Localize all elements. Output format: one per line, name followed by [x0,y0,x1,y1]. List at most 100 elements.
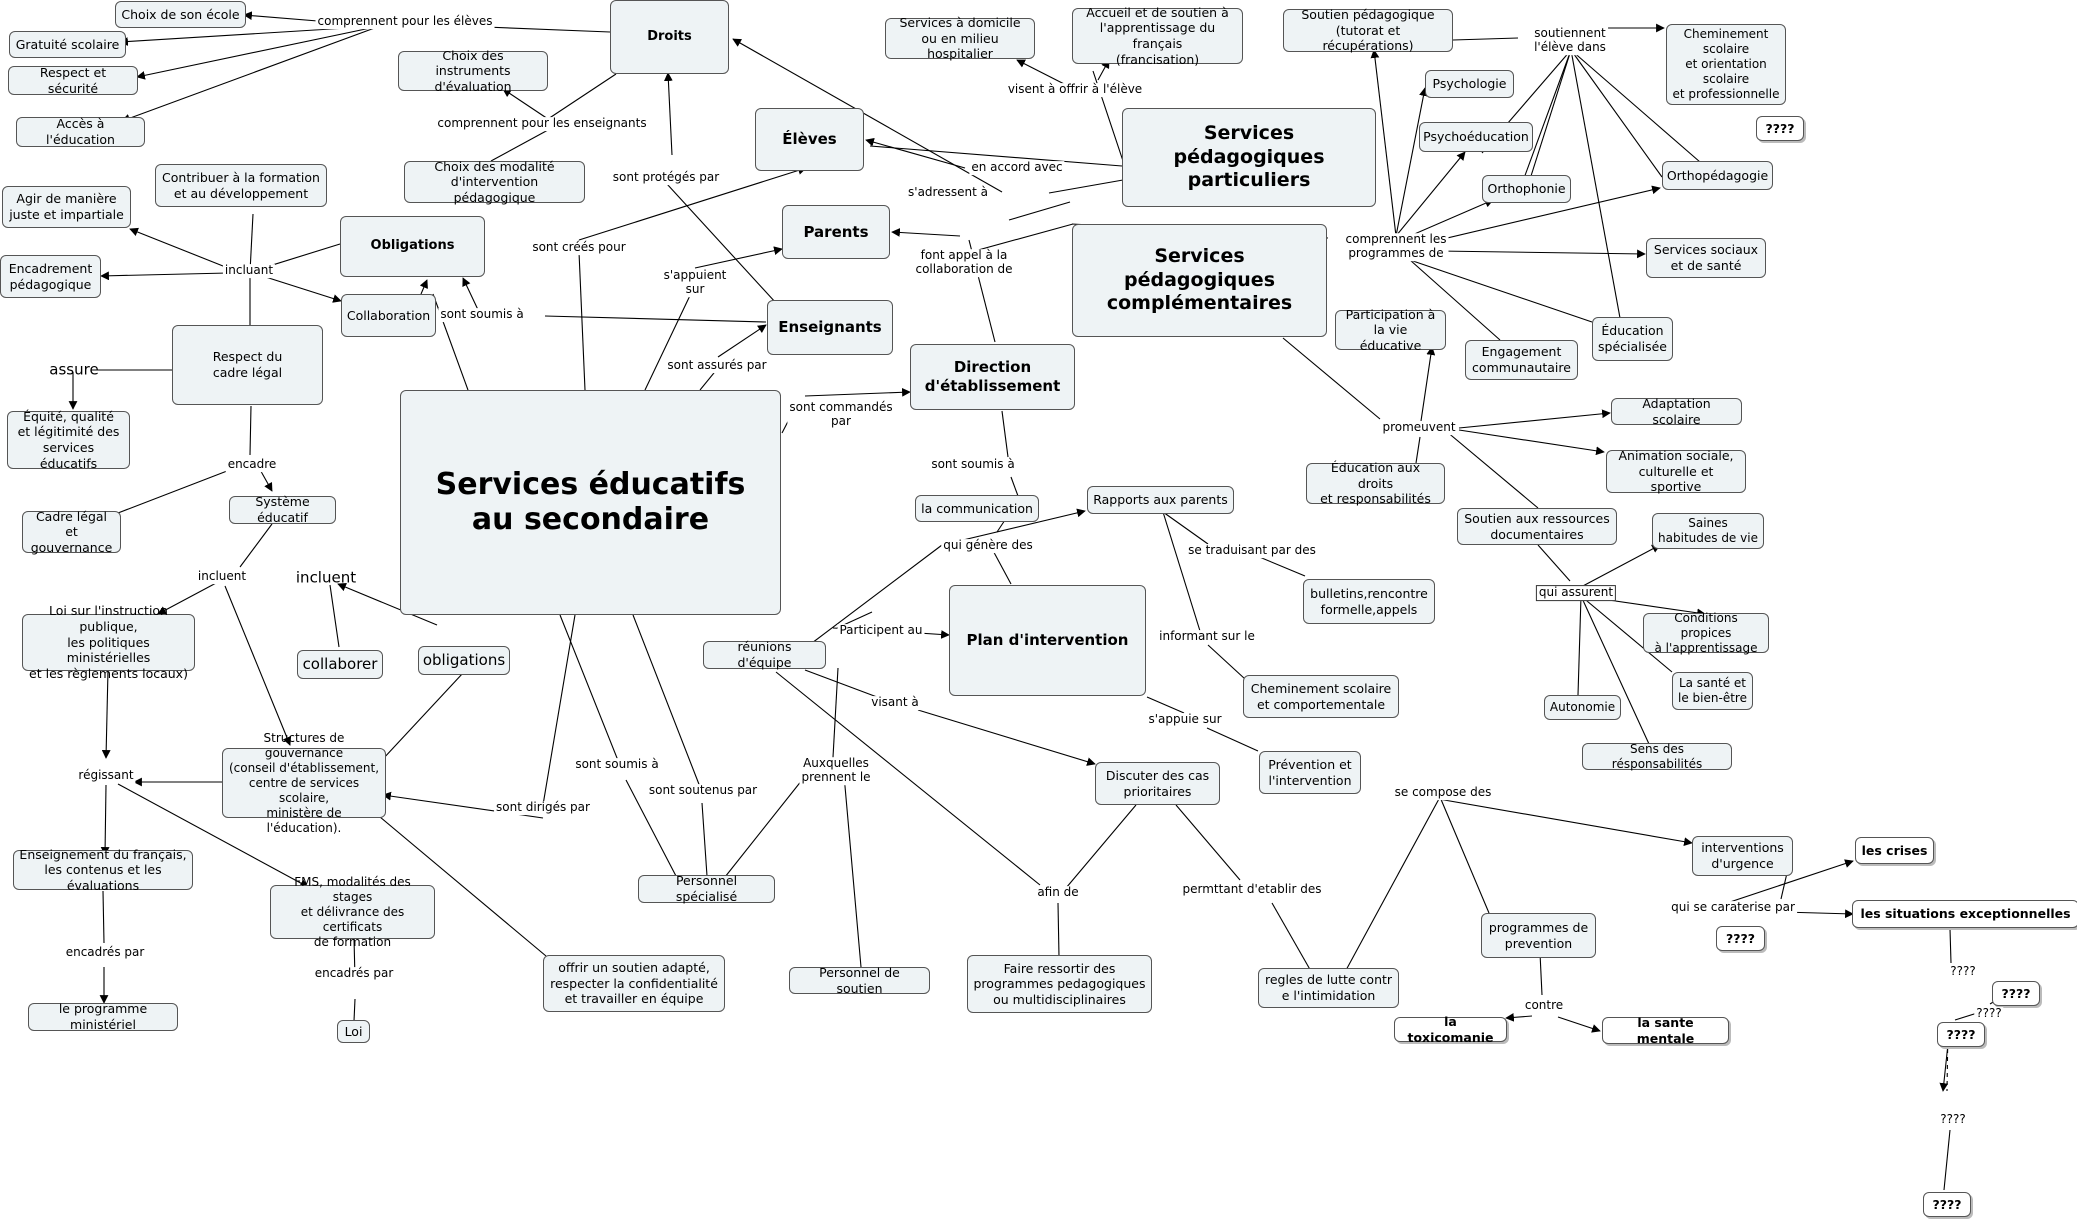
unknown-node-4[interactable]: ???? [1923,1192,1971,1217]
direction-etablissement-node[interactable]: Direction d'établissement [910,344,1075,410]
programme-ministeriel-node[interactable]: le programme ministériel [28,1001,178,1032]
enseignement-francais-node[interactable]: Enseignement du français, les contenus e… [13,847,193,893]
link-label: font appel à la collaboration de [913,248,1015,277]
encadrement-pedagogique-node[interactable]: Encadrement pédagogique [0,255,101,298]
obligations-secondary-node[interactable]: obligations [418,646,510,675]
psychologie-node[interactable]: Psychologie [1425,70,1514,98]
engagement-communautaire-node[interactable]: Engagement communautaire [1465,340,1578,380]
link-label: ???? [1948,964,1978,979]
autonomie-node[interactable]: Autonomie [1544,695,1621,720]
crises-node[interactable]: les crises [1855,837,1934,864]
link-label: en accord avec [969,160,1065,175]
accueil-francisation-node[interactable]: Accueil et de soutien à l'apprentissage … [1072,5,1243,67]
link-label: sont créés pour [530,240,628,255]
cadre-legal-node[interactable]: Cadre légal et gouvernance [22,509,121,555]
droits-node[interactable]: Droits [610,0,729,74]
offrir-soutien-node[interactable]: offrir un soutien adapté, respecter la c… [543,955,725,1012]
systeme-educatif-node[interactable]: Système éducatif [229,494,336,525]
interventions-urgence-node[interactable]: interventions d'urgence [1692,836,1793,876]
unknown-node-2[interactable]: ???? [1992,981,2040,1006]
personnel-soutien-node[interactable]: Personnel de soutien [789,965,930,996]
link-label: contre [1522,998,1566,1013]
regles-intimidation-node[interactable]: regles de lutte contr e l'intimidation [1258,968,1399,1008]
link-label: sont soutenus par [646,783,760,798]
cheminement-orientation-node[interactable]: Cheminement scolaire et orientation scol… [1666,24,1786,105]
psychoeducation-node[interactable]: Psychoéducation [1419,122,1533,152]
faire-ressortir-node[interactable]: Faire ressortir des programmes pedagogiq… [967,955,1152,1013]
sante-bien-etre-node[interactable]: La santé et le bien-être [1672,672,1753,710]
saines-habitudes-node[interactable]: Saines habitudes de vie [1652,513,1764,549]
link-label: s'adressent à [906,185,990,200]
adaptation-scolaire-node[interactable]: Adaptation scolaire [1611,396,1742,427]
link-label: sont commandés par [787,400,895,429]
orthopedagogie-node[interactable]: Orthopédagogie [1662,161,1773,190]
services-sociaux-node[interactable]: Services sociaux et de santé [1646,238,1766,278]
link-label: encadrés par [63,945,147,960]
link-label: ???? [1938,1112,1968,1127]
choix-instruments-node[interactable]: Choix des instruments d'évaluation [398,48,548,94]
link-label: encadre [225,457,279,472]
sante-mentale-node[interactable]: la sante mentale [1602,1015,1729,1046]
link-label: ???? [1974,1006,2004,1021]
enseignants-node[interactable]: Enseignants [767,300,893,355]
prevention-intervention-node[interactable]: Prévention et l'intervention [1259,751,1361,794]
acces-education-node[interactable]: Accès à l'éducation [16,116,145,147]
link-label: visant à [869,695,921,710]
reunions-equipe-node[interactable]: réunions d'équipe [703,639,826,670]
unknown-node-1[interactable]: ???? [1716,926,1765,951]
soutien-pedagogique-node[interactable]: Soutien pédagogique (tutorat et récupéra… [1283,7,1453,53]
orthophonie-node[interactable]: Orthophonie [1482,175,1571,203]
link-label: qui assurent [1535,585,1617,601]
parents-node[interactable]: Parents [782,205,890,259]
animation-sociale-node[interactable]: Animation sociale, culturelle et sportiv… [1606,448,1746,494]
link-label: promeuvent [1380,420,1458,435]
eleves-node[interactable]: Élèves [755,108,864,171]
link-label: se compose des [1392,785,1494,800]
toxicomanie-node[interactable]: la toxicomanie [1394,1014,1507,1045]
obligations-node[interactable]: Obligations [340,216,485,277]
respect-cadre-legal-node[interactable]: Respect du cadre légal [172,325,323,405]
bulletins-node[interactable]: bulletins,rencontre formelle,appels [1303,579,1435,624]
programmes-prevention-node[interactable]: programmes de prevention [1481,913,1596,958]
structures-gouvernance-node[interactable]: Structures de gouvernance (conseil d'éta… [222,731,386,835]
communication-node[interactable]: la communication [915,495,1039,522]
fms-modalites-node[interactable]: FMS, modalités des stages et délivrance … [270,875,435,949]
contribuer-formation-node[interactable]: Contribuer à la formation et au développ… [155,164,327,207]
services-domicile-node[interactable]: Services à domicile ou en milieu hospita… [885,15,1035,61]
conditions-propices-node[interactable]: Conditions propices à l'apprentissage [1643,611,1769,655]
collaboration-node[interactable]: Collaboration [341,294,436,337]
link-label: comprennent pour les élèves [315,14,495,29]
link-label: sont soumis à [573,757,661,772]
link-label: afin de [1035,885,1081,900]
link-label: assure [49,360,99,379]
discuter-cas-node[interactable]: Discuter des cas prioritaires [1095,762,1220,805]
participation-vie-node[interactable]: Participation à la vie éducative [1335,307,1446,353]
link-label: incluant [222,263,276,278]
loi-instruction-node[interactable]: Loi sur l'instruction publique, les poli… [22,603,195,681]
sens-responsabilites-node[interactable]: Sens des résponsabilités [1582,742,1732,771]
loi-node[interactable]: Loi [337,1020,370,1043]
agir-impartiale-node[interactable]: Agir de manière juste et impartiale [2,186,131,228]
soutien-ressources-node[interactable]: Soutien aux ressources documentaires [1457,508,1617,545]
link-label: se traduisant par des [1186,543,1318,558]
equite-qualite-node[interactable]: Équité, qualité et légitimité des servic… [7,409,130,471]
services-complementaires-node[interactable]: Services pédagogiques complémentaires [1072,224,1327,337]
unknown-node-3[interactable]: ???? [1937,1022,1985,1047]
link-label: incluent [295,568,357,587]
situations-exceptionnelles-node[interactable]: les situations exceptionnelles [1852,900,2077,928]
rapports-parents-node[interactable]: Rapports aux parents [1087,486,1234,514]
choix-ecole-node[interactable]: Choix de son école [115,1,246,28]
services-particuliers-node[interactable]: Services pédagogiques particuliers [1122,108,1376,207]
personnel-specialise-node[interactable]: Personnel spécialisé [638,873,775,904]
education-droits-node[interactable]: Éducation aux droits et responsabilités [1306,460,1445,506]
unknown-node-5[interactable]: ???? [1756,116,1804,141]
plan-intervention-node[interactable]: Plan d'intervention [949,585,1146,696]
link-label: qui génère des [941,538,1035,553]
main-topic-node[interactable]: Services éducatifs au secondaire [400,390,781,615]
collaborer-node[interactable]: collaborer [297,650,383,679]
education-specialisee-node[interactable]: Éducation spécialisée [1592,317,1673,361]
gratuite-node[interactable]: Gratuité scolaire [9,31,126,58]
cheminement-scolaire-node[interactable]: Cheminement scolaire et comportementale [1243,675,1399,718]
choix-modalite-node[interactable]: Choix des modalité d'intervention pédago… [404,159,585,205]
respect-securite-node[interactable]: Respect et sécurité [8,65,138,96]
